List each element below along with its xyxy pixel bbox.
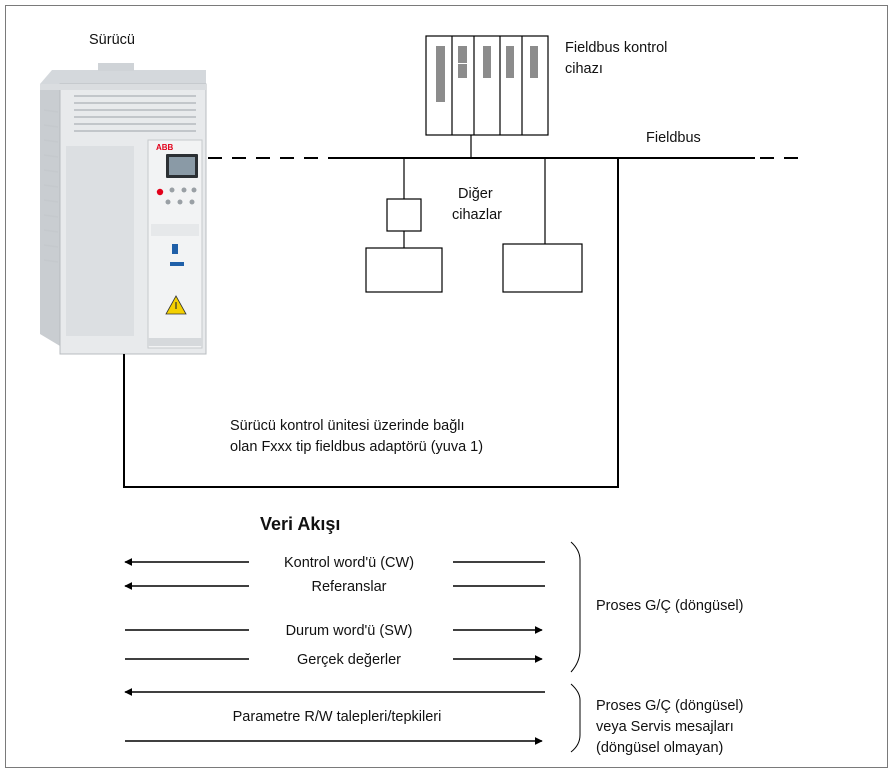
other-devices-label-line1: Diğer <box>458 186 493 202</box>
brace-cyclic <box>570 541 581 673</box>
dataflow-label-param: Parametre R/W talepleri/tepkileri <box>233 709 442 725</box>
fieldbus-label: Fieldbus <box>646 130 701 146</box>
adapter-connection-line <box>123 158 619 488</box>
drive-label: Sürücü <box>89 32 135 48</box>
other-devices-label-line2: cihazlar <box>452 207 502 223</box>
other-devices <box>365 158 583 293</box>
controller-label-line1: Fieldbus kontrol <box>565 40 667 56</box>
acyclic-label-line1: Proses G/Ç (döngüsel) <box>596 698 743 714</box>
dataflow-label-ref: Referanslar <box>312 579 387 595</box>
controller-label-line2: cihazı <box>565 61 603 77</box>
diagram-frame <box>5 5 888 768</box>
brace-acyclic <box>570 683 581 753</box>
drive-device-image: ABB <box>40 63 207 355</box>
adapter-label-line2: olan Fxxx tip fieldbus adaptörü (yuva 1) <box>230 439 483 455</box>
dataflow-title: Veri Akışı <box>260 514 340 534</box>
cyclic-label: Proses G/Ç (döngüsel) <box>596 598 743 614</box>
dataflow-label-sw: Durum word'ü (SW) <box>286 623 413 639</box>
acyclic-label-line2: veya Servis mesajları <box>596 719 734 735</box>
fieldbus-controller <box>425 35 549 136</box>
svg-text:ABB: ABB <box>156 143 174 152</box>
dataflow-label-cw: Kontrol word'ü (CW) <box>284 555 414 571</box>
adapter-label-line1: Sürücü kontrol ünitesi üzerinde bağlı <box>230 418 465 434</box>
dataflow-label-actual: Gerçek değerler <box>297 652 401 668</box>
acyclic-label-line3: (döngüsel olmayan) <box>596 740 723 756</box>
